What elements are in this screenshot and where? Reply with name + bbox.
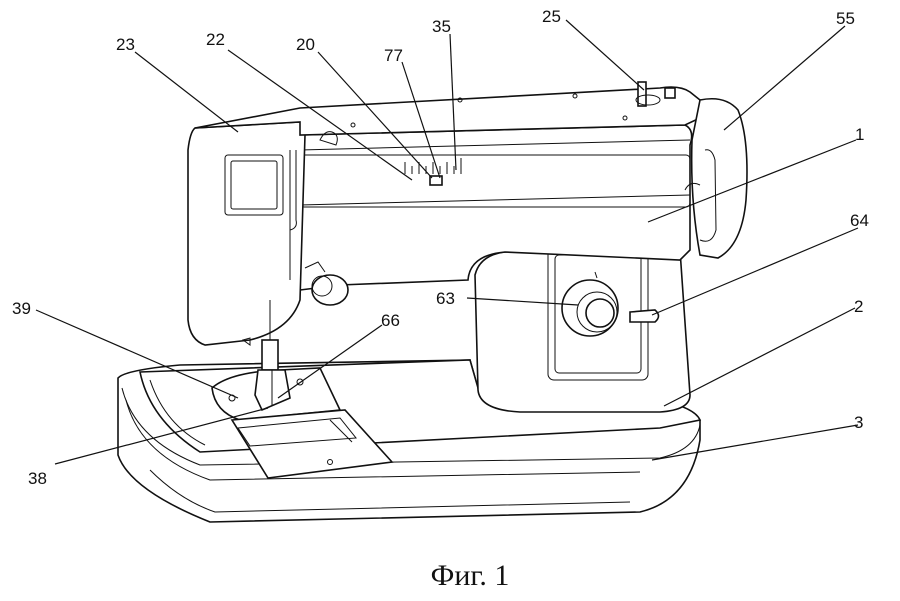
label-25: 25 bbox=[542, 7, 561, 26]
label-35: 35 bbox=[432, 17, 451, 36]
label-22: 22 bbox=[206, 30, 225, 49]
stitch-length-scale bbox=[404, 158, 462, 186]
label-66: 66 bbox=[381, 311, 400, 330]
figure-caption: Фиг. 1 bbox=[431, 559, 510, 592]
label-38: 38 bbox=[28, 469, 47, 488]
callout-labels: 23 22 20 77 35 25 55 1 64 63 39 66 2 3 3… bbox=[12, 7, 869, 488]
label-1: 1 bbox=[855, 125, 864, 144]
spool-pin bbox=[635, 81, 676, 107]
slide-plate bbox=[230, 409, 394, 479]
label-64: 64 bbox=[850, 211, 869, 230]
presser-foot-assembly bbox=[241, 300, 291, 412]
machine-head bbox=[187, 121, 306, 346]
label-2: 2 bbox=[854, 297, 863, 316]
machine-upper-arm bbox=[299, 124, 693, 291]
leader-lines bbox=[35, 19, 859, 465]
label-20: 20 bbox=[296, 35, 315, 54]
label-63: 63 bbox=[436, 289, 455, 308]
label-23: 23 bbox=[116, 35, 135, 54]
tension-knob bbox=[304, 261, 349, 306]
label-77: 77 bbox=[384, 46, 403, 65]
reverse-lever bbox=[629, 309, 660, 323]
label-3: 3 bbox=[854, 413, 863, 432]
machine-top-cover bbox=[194, 86, 701, 146]
stitch-selector-dial bbox=[561, 271, 619, 337]
label-39: 39 bbox=[12, 299, 31, 318]
handwheel bbox=[684, 97, 748, 259]
label-55: 55 bbox=[836, 9, 855, 28]
